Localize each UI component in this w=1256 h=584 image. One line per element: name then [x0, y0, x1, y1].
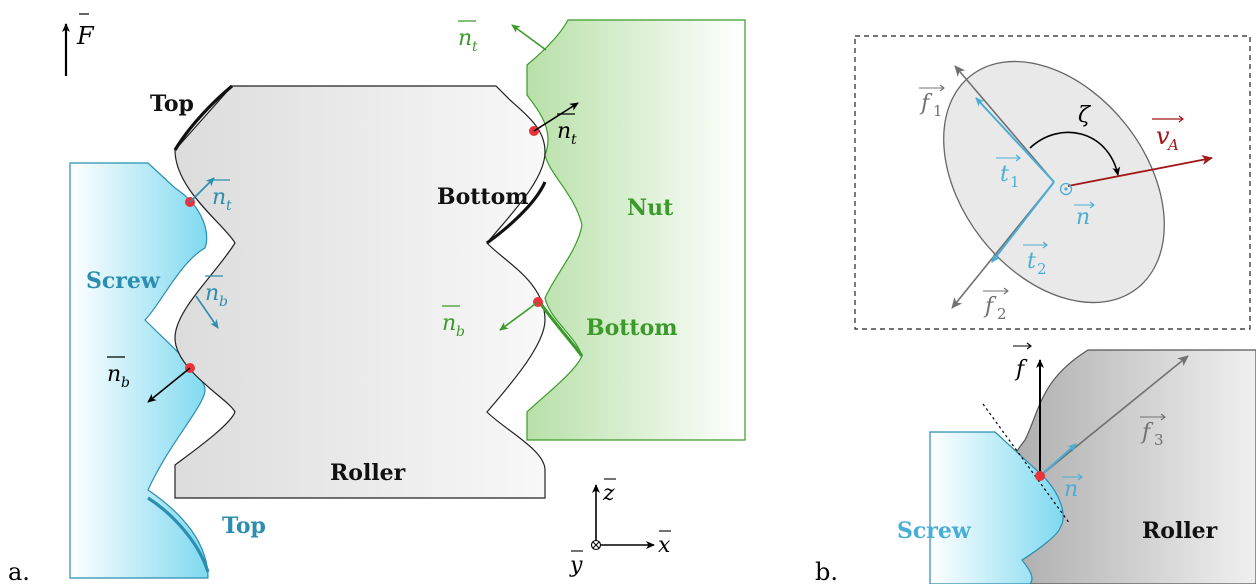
normal-out-of-plane-symbol: [1059, 182, 1073, 196]
label-va: v A: [1152, 115, 1184, 154]
tangent-t2-arrow: [991, 181, 1055, 263]
axes-triad: z x y: [569, 478, 671, 578]
svg-text:n: n: [1064, 477, 1078, 502]
label-n-inset: n: [1062, 473, 1083, 502]
svg-text:b: b: [219, 294, 228, 310]
svg-text:b: b: [121, 375, 130, 391]
label-screw-inset: Screw: [897, 518, 972, 544]
label-nt-screw: n t: [212, 179, 232, 214]
label-f1: f 1: [919, 84, 945, 120]
force-label: F: [76, 22, 95, 50]
svg-text:t: t: [472, 39, 478, 55]
svg-text:t: t: [1000, 162, 1009, 187]
detail-box: [854, 35, 1251, 330]
svg-text:n: n: [442, 311, 456, 336]
svg-text:n: n: [205, 281, 219, 306]
svg-text:t: t: [1027, 249, 1036, 274]
svg-text:2: 2: [997, 305, 1007, 323]
label-nb-screw: n b: [205, 275, 228, 310]
svg-text:3: 3: [1154, 431, 1164, 449]
label-n-box: n: [1074, 201, 1095, 230]
velocity-va-arrow: [1067, 155, 1213, 187]
normal-nt-screw-arrow: [189, 177, 215, 203]
screw-top-flank: [147, 496, 210, 573]
label-nut: Nut: [627, 195, 674, 221]
label-bottom-roller: Bottom: [437, 184, 529, 210]
zeta-arc: [1029, 131, 1121, 176]
label-t2: t 2: [1023, 241, 1048, 278]
svg-text:1: 1: [1010, 173, 1020, 191]
panel-a: F n t n b n b n t n: [8, 13, 746, 584]
normal-nt-nut-arrow: [511, 24, 547, 51]
axis-z-label: z: [602, 481, 615, 506]
normal-nb-black-arrow: [147, 367, 191, 403]
roller-top-flank: [173, 84, 234, 151]
nut-bottom-flank: [536, 299, 584, 357]
svg-text:t: t: [226, 198, 232, 214]
label-bottom-nut: Bottom: [586, 315, 678, 341]
svg-text:n: n: [557, 119, 571, 144]
normal-nt-black-arrow: [533, 102, 579, 132]
svg-text:n: n: [458, 26, 472, 51]
svg-text:f: f: [919, 91, 933, 116]
screw-inset-body: [929, 431, 1064, 584]
axis-x-label: x: [658, 533, 671, 558]
axis-y-label: y: [569, 553, 583, 578]
svg-text:f: f: [1014, 357, 1028, 382]
roller-bottom-flank: [486, 181, 547, 245]
label-top-roller: Top: [150, 91, 194, 117]
svg-text:A: A: [1166, 136, 1179, 154]
force-f3-arrow: [1039, 355, 1189, 477]
label-nt-black: n t: [557, 113, 577, 148]
label-f-inset: f: [1013, 342, 1032, 382]
svg-text:1: 1: [933, 102, 943, 120]
label-t1: t 1: [996, 154, 1021, 191]
label-screw: Screw: [86, 268, 161, 294]
label-top-screw: Top: [222, 513, 266, 539]
label-nb-black: n b: [107, 356, 130, 391]
force-f1-arrow: [954, 65, 1055, 183]
label-roller-inset: Roller: [1142, 518, 1218, 544]
contact-point-inset: [1035, 471, 1045, 481]
svg-text:n: n: [1076, 205, 1090, 230]
normal-nb-screw-arrow: [195, 295, 219, 329]
label-roller: Roller: [330, 460, 406, 486]
svg-text:2: 2: [1037, 260, 1047, 278]
label-zeta: ζ: [1078, 103, 1092, 128]
normal-nb-nut-arrow: [499, 301, 539, 331]
svg-text:v: v: [1156, 122, 1170, 150]
panel-b-label: b.: [815, 558, 838, 584]
label-nt-nut: n t: [458, 20, 478, 55]
svg-text:f: f: [983, 294, 997, 319]
label-nb-nut: n b: [442, 305, 465, 340]
panel-a-label: a.: [8, 558, 30, 584]
label-f2: f 2: [983, 287, 1009, 323]
tangent-t1-arrow: [975, 97, 1055, 183]
svg-text:t: t: [571, 132, 577, 148]
roller-body: [174, 85, 546, 499]
normal-n-inset-arrow: [1039, 443, 1077, 477]
panel-b: f 1 t 1 t 2 f 2 n ζ v: [815, 35, 1256, 584]
svg-text:n: n: [212, 185, 226, 210]
svg-text:b: b: [456, 324, 465, 340]
svg-text:n: n: [107, 362, 121, 387]
nut-body: [526, 19, 746, 441]
